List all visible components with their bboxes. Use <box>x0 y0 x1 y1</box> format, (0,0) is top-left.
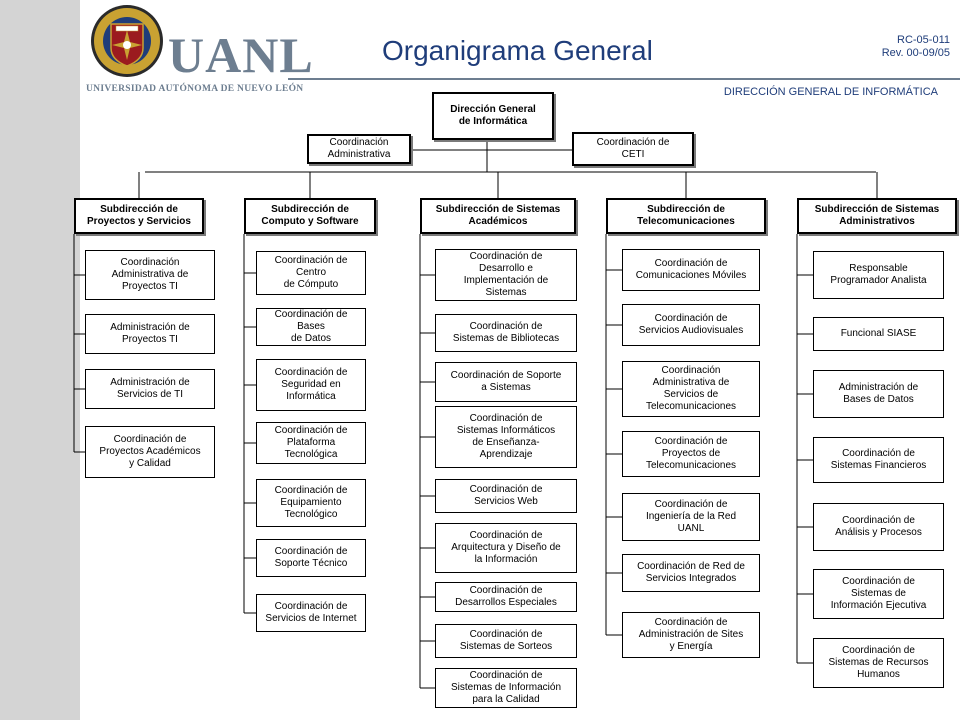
subdireccion-box: Subdirección de Computo y Software <box>244 198 376 234</box>
coordinacion-box: Coordinación de Servicios Web <box>435 479 577 513</box>
uanl-wordmark: UANL <box>168 27 314 83</box>
coordinacion-box: Coordinación de Administración de Sites … <box>622 612 760 658</box>
coordinacion-box: Coordinación de Ingeniería de la Red UAN… <box>622 493 760 541</box>
subdireccion-box: Subdirección de Proyectos y Servicios <box>74 198 204 234</box>
coordinacion-box: Funcional SIASE <box>813 317 944 351</box>
document-code: RC-05-011 <box>897 34 950 46</box>
coordinacion-box: Coordinación de Sistemas de Información … <box>813 569 944 619</box>
coordinacion-box: Coordinación de Servicios de Internet <box>256 594 366 632</box>
coordinacion-box: Coordinación de Equipamiento Tecnológico <box>256 479 366 527</box>
coordinacion-box: Coordinación de Proyectos de Telecomunic… <box>622 431 760 477</box>
subdireccion-box: Subdirección de Telecomunicaciones <box>606 198 766 234</box>
uanl-seal-logo <box>91 5 163 77</box>
coordinacion-box: Coordinación de Seguridad en Informática <box>256 359 366 411</box>
coordinacion-box: Responsable Programador Analista <box>813 251 944 299</box>
coordinacion-box: Coordinación de Desarrollos Especiales <box>435 582 577 612</box>
coordinacion-box: Coordinación de Sistemas Financieros <box>813 437 944 483</box>
coordinacion-box: Coordinación de Bases de Datos <box>256 308 366 346</box>
subdireccion-box: Subdirección de Sistemas Académicos <box>420 198 576 234</box>
coordinacion-box: Administración de Servicios de TI <box>85 369 215 409</box>
coordinacion-box: Coordinación de Centro de Cómputo <box>256 251 366 295</box>
coordinacion-box: Coordinación de Red de Servicios Integra… <box>622 554 760 592</box>
coordinacion-box: Coordinación de Sistemas de Bibliotecas <box>435 314 577 352</box>
coordinacion-box: Coordinación de Desarrollo e Implementac… <box>435 249 577 301</box>
coordinacion-box: Administración de Bases de Datos <box>813 370 944 418</box>
coordinacion-box: Coordinación de Arquitectura y Diseño de… <box>435 523 577 573</box>
coordinacion-box: Coordinación de Sistemas Informáticos de… <box>435 406 577 468</box>
document-revision: Rev. 00-09/05 <box>881 47 950 59</box>
director-box: Dirección General de Informática <box>432 92 554 140</box>
coordinacion-box: Coordinación de Soporte a Sistemas <box>435 362 577 402</box>
coordinacion-box: Coordinación de Plataforma Tecnológica <box>256 422 366 464</box>
coordinacion-box: Coordinación de Servicios Audiovisuales <box>622 304 760 346</box>
left-sidebar-strip <box>0 0 80 720</box>
header-divider <box>288 78 960 80</box>
coordinacion-box: Coordinación de Sistemas de Sorteos <box>435 624 577 658</box>
coordinacion-box: Coordinación de Sistemas de Recursos Hum… <box>813 638 944 688</box>
coordinacion-box: Coordinación de Comunicaciones Móviles <box>622 249 760 291</box>
coordinacion-box: Coordinación Administrativa de Proyectos… <box>85 250 215 300</box>
coordinacion-box: Coordinación de Sistemas de Información … <box>435 668 577 708</box>
university-name: UNIVERSIDAD AUTÓNOMA DE NUEVO LEÓN <box>86 84 304 94</box>
subdireccion-box: Subdirección de Sistemas Administrativos <box>797 198 957 234</box>
coordinacion-box: Coordinación de Soporte Técnico <box>256 539 366 577</box>
staff-coordinacion-ceti: Coordinación de CETI <box>572 132 694 166</box>
coordinacion-box: Coordinación de Análisis y Procesos <box>813 503 944 551</box>
coordinacion-box: Coordinación de Proyectos Académicos y C… <box>85 426 215 478</box>
staff-coordinacion-administrativa: Coordinación Administrativa <box>307 134 411 164</box>
page-title: Organigrama General <box>382 35 653 66</box>
coordinacion-box: Coordinación Administrativa de Servicios… <box>622 361 760 417</box>
department-name: DIRECCIÓN GENERAL DE INFORMÁTICA <box>723 86 938 98</box>
coordinacion-box: Administración de Proyectos TI <box>85 314 215 354</box>
